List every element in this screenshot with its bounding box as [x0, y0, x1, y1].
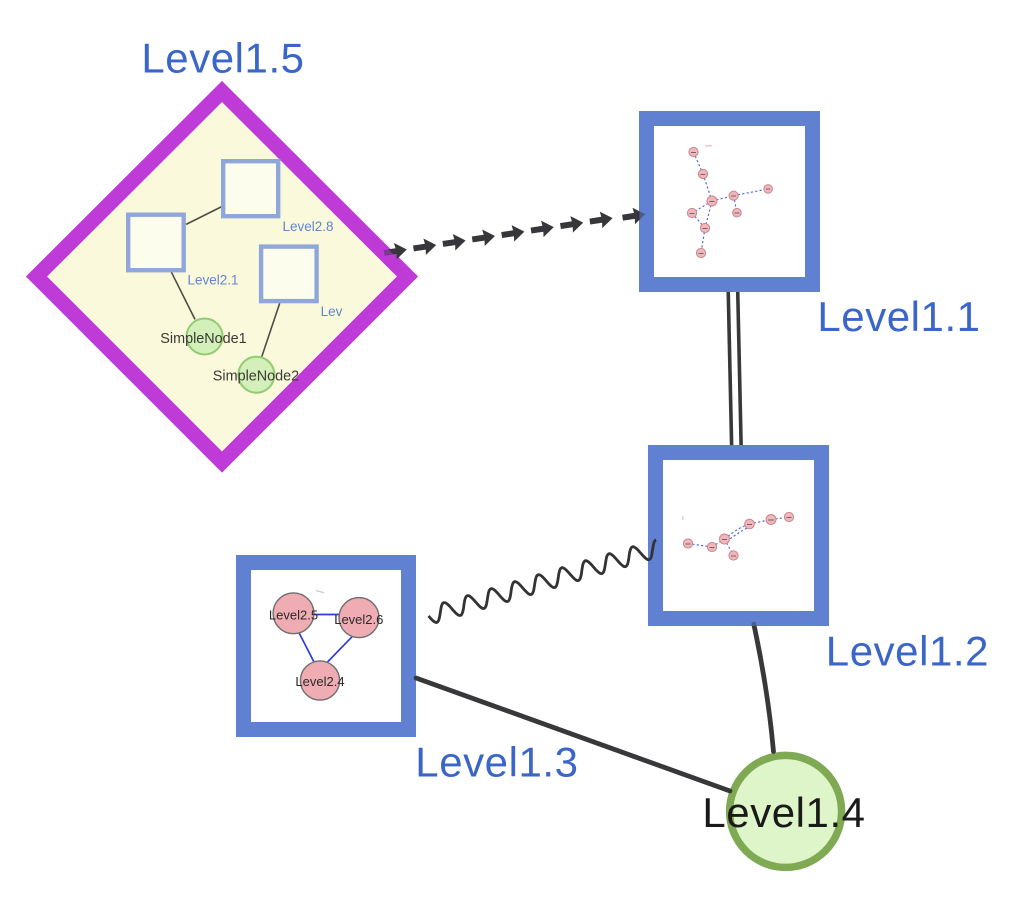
svg-text:Lev: Lev — [321, 304, 343, 319]
svg-text:SimpleNode1: SimpleNode1 — [160, 331, 246, 347]
svg-text:Level1.3: Level1.3 — [415, 738, 578, 785]
svg-text:Level2.5: Level2.5 — [269, 608, 318, 623]
svg-text:Level2.1: Level2.1 — [188, 273, 239, 288]
svg-text:Level1.4: Level1.4 — [702, 789, 865, 836]
svg-text:Level1.2: Level1.2 — [826, 628, 989, 675]
svg-text:Level2.4: Level2.4 — [295, 674, 344, 689]
svg-text:Level2.8: Level2.8 — [283, 219, 334, 234]
svg-text:SimpleNode2: SimpleNode2 — [213, 369, 299, 385]
svg-text:Level1.5: Level1.5 — [141, 35, 304, 82]
svg-text:Level2.6: Level2.6 — [334, 612, 383, 627]
svg-text:Level1.1: Level1.1 — [817, 293, 980, 340]
